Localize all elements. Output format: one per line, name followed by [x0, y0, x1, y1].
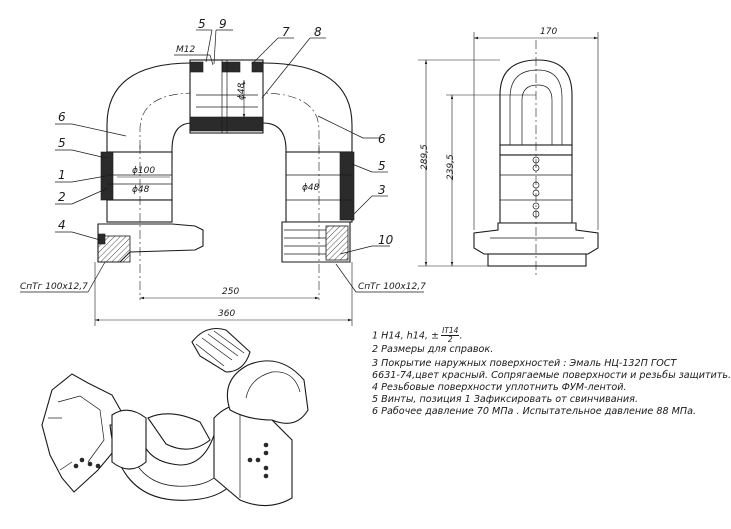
top-seal-right — [251, 61, 264, 73]
front-section-view: ϕ48 M12 ϕ100 ϕ48 ϕ48 — [20, 17, 426, 326]
thread-label-right: СпТг 100x12,7 — [358, 282, 426, 292]
dim-289-5: 289,5 — [420, 144, 430, 170]
dim-250: 250 — [222, 287, 239, 297]
dim-239-5: 239,5 — [446, 154, 456, 180]
callout-top-8: 8 — [314, 25, 322, 39]
right-thread-hatch — [325, 225, 349, 261]
side-hammer-flange — [473, 222, 599, 255]
iso-left-swivel — [111, 409, 147, 470]
callout-leaders — [55, 29, 390, 255]
iso-upper-elbow — [226, 360, 309, 424]
left-wing-dark — [97, 233, 106, 245]
thread-label-left: СпТг 100x12,7 — [20, 282, 88, 292]
dia-48-top: ϕ48 — [237, 82, 247, 100]
callout-right-5: 5 — [378, 159, 386, 173]
iso-left-pipe-link — [147, 413, 211, 450]
callout-left-2: 2 — [58, 190, 66, 204]
callout-top-7: 7 — [282, 25, 290, 39]
note-2: 2 Размеры для справок. — [372, 344, 494, 355]
note-1-suffix: . — [459, 330, 463, 342]
iso-left-hammer-union — [41, 373, 126, 493]
dia-100: ϕ100 — [132, 166, 155, 176]
side-elbow — [499, 59, 573, 146]
callout-left-4: 4 — [58, 218, 66, 232]
callout-left-6: 6 — [58, 110, 66, 124]
left-swivel-body — [106, 151, 173, 201]
note-1-den: 2 — [447, 335, 453, 344]
callout-left-1: 1 — [58, 168, 66, 182]
callout-top-5: 5 — [198, 17, 206, 31]
callout-top-9: 9 — [219, 17, 227, 31]
note-4: 4 Резьбовые поверхности уплотнить ФУМ-ле… — [372, 382, 627, 393]
right-seal-outer — [339, 151, 355, 221]
callout-right-3: 3 — [378, 183, 386, 197]
note-6: 6 Рабочее давление 70 МПа . Испытательно… — [372, 406, 697, 417]
top-seal-left — [189, 61, 204, 73]
iso-left-holes — [73, 457, 101, 469]
callout-right-10: 10 — [378, 233, 394, 247]
top-seal-mid — [221, 61, 241, 73]
left-seal-outer — [100, 151, 114, 201]
note-3b: 6631-74,цвет красный. Сопрягаемые поверх… — [372, 370, 731, 381]
thread-m12-label: M12 — [176, 45, 195, 55]
dim-360: 360 — [218, 309, 235, 319]
note-3a: 3 Покрытие наружных поверхностей : Эмаль… — [372, 358, 677, 369]
note-1-num: IT14 — [441, 326, 460, 336]
top-ring-lower — [189, 116, 264, 132]
callout-right-6: 6 — [378, 132, 386, 146]
dim-170: 170 — [540, 27, 557, 37]
note-1-prefix: 1 H14, h14, ± — [372, 330, 440, 342]
left-lower-body — [106, 199, 173, 223]
note-5: 5 Винты, позиция 1 Зафиксировать от свин… — [372, 394, 638, 405]
isometric-view — [41, 327, 309, 507]
iso-right-holes — [247, 442, 269, 479]
callout-left-5: 5 — [58, 136, 66, 150]
dia-48-left: ϕ48 — [132, 185, 150, 195]
side-view: 170 289,5 239,5 — [418, 27, 599, 275]
dia-48-right: ϕ48 — [302, 183, 320, 193]
iso-threaded-end — [191, 327, 251, 373]
